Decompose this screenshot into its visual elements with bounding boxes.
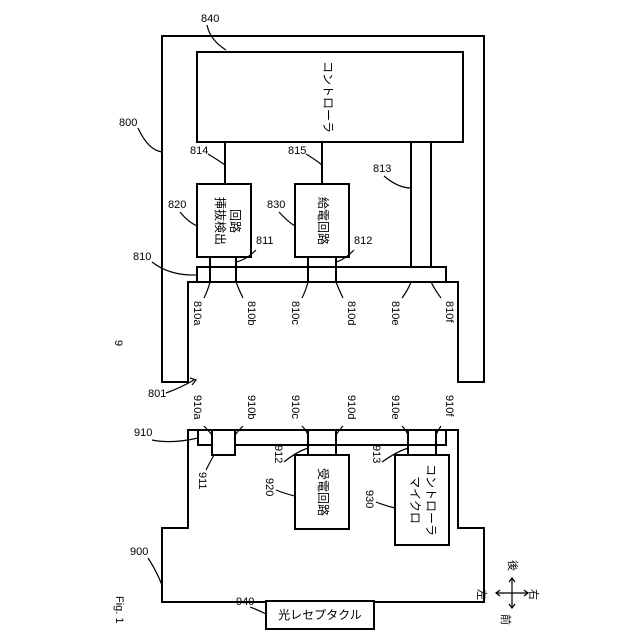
ref-830: 830 [267,199,285,211]
ref-811: 811 [256,235,274,247]
leader-900 [148,558,162,585]
leader-810f [431,282,441,298]
terminal-810c: 810c [289,301,301,325]
ref-815: 815 [288,145,306,157]
ref-920: 920 [263,478,275,496]
leader-813 [384,176,411,188]
ref-912: 912 [272,445,284,463]
leader-810b [236,282,243,298]
ref-840: 840 [201,13,219,25]
microcontroller-930-label-line2: コントローラ [424,464,438,536]
ref-813: 813 [373,163,391,175]
terminal-910f: 910f [443,395,455,417]
terminal-810e: 810e [389,301,401,325]
terminal-910a: 910a [191,395,203,420]
ref-930: 930 [363,490,375,508]
orientation-left: 左 [475,589,488,600]
terminal-910c: 910c [289,395,301,419]
terminal-910b: 910b [245,395,257,419]
ref-820: 820 [168,199,186,211]
leader-930 [376,502,395,508]
terminal-810d: 810d [345,301,357,325]
leader-910 [152,438,198,442]
ref-900: 900 [130,546,148,558]
detect-circuit-820-label-line1: 挿抜検出 [213,197,227,245]
leader-814 [208,154,225,165]
terminal-810f: 810f [443,301,455,323]
ref-810: 810 [133,251,151,263]
orientation-rear: 後 [506,560,520,571]
block-911 [212,430,235,455]
terminal-810a: 810a [191,301,203,326]
terminal-910e: 910e [389,395,401,419]
leader-830 [279,212,295,226]
leader-800 [138,128,162,152]
leader-810c [302,282,308,298]
receptacle-940-label: 光レセプタクル [278,608,362,622]
ref-913: 913 [370,445,382,463]
orientation-right: 右 [527,589,541,600]
leader-840 [207,25,226,50]
leader-820 [180,212,197,226]
ref-812: 812 [354,235,372,247]
ref-814: 814 [190,145,208,157]
terminal-910d: 910d [345,395,357,419]
ref-801: 801 [148,388,166,400]
orientation-front: 前 [499,614,513,625]
leader-920 [276,490,295,496]
terminals-910: 910a 910b 910c 910d 910e 910f [191,395,455,420]
terminals-810: 810a 810b 810c 810d 810e 810f [191,301,455,326]
leader-911 [206,455,214,470]
detect-circuit-820-label-line2: 回路 [228,209,243,233]
leader-810 [152,262,197,275]
ref-910: 910 [134,427,152,439]
receive-circuit-920-label: 受電回路 [316,468,331,516]
controller-840-label: コントローラ [321,61,335,133]
leader-810e [402,282,411,298]
leader-810d [336,282,343,298]
leader-940 [250,607,266,614]
connector-810 [197,267,446,282]
leader-810a [204,282,210,298]
power-circuit-830-label: 給電回路 [316,197,331,245]
system-ref-9: 9 [112,340,124,346]
ref-800: 800 [119,117,137,129]
microcontroller-930-label-line1: マイクロ [408,476,422,524]
ref-911: 911 [196,472,208,490]
figure-caption: Fig. 1 [113,596,125,624]
leader-815 [306,154,322,165]
ref-940: 940 [236,596,254,608]
terminal-810b: 810b [245,301,257,325]
